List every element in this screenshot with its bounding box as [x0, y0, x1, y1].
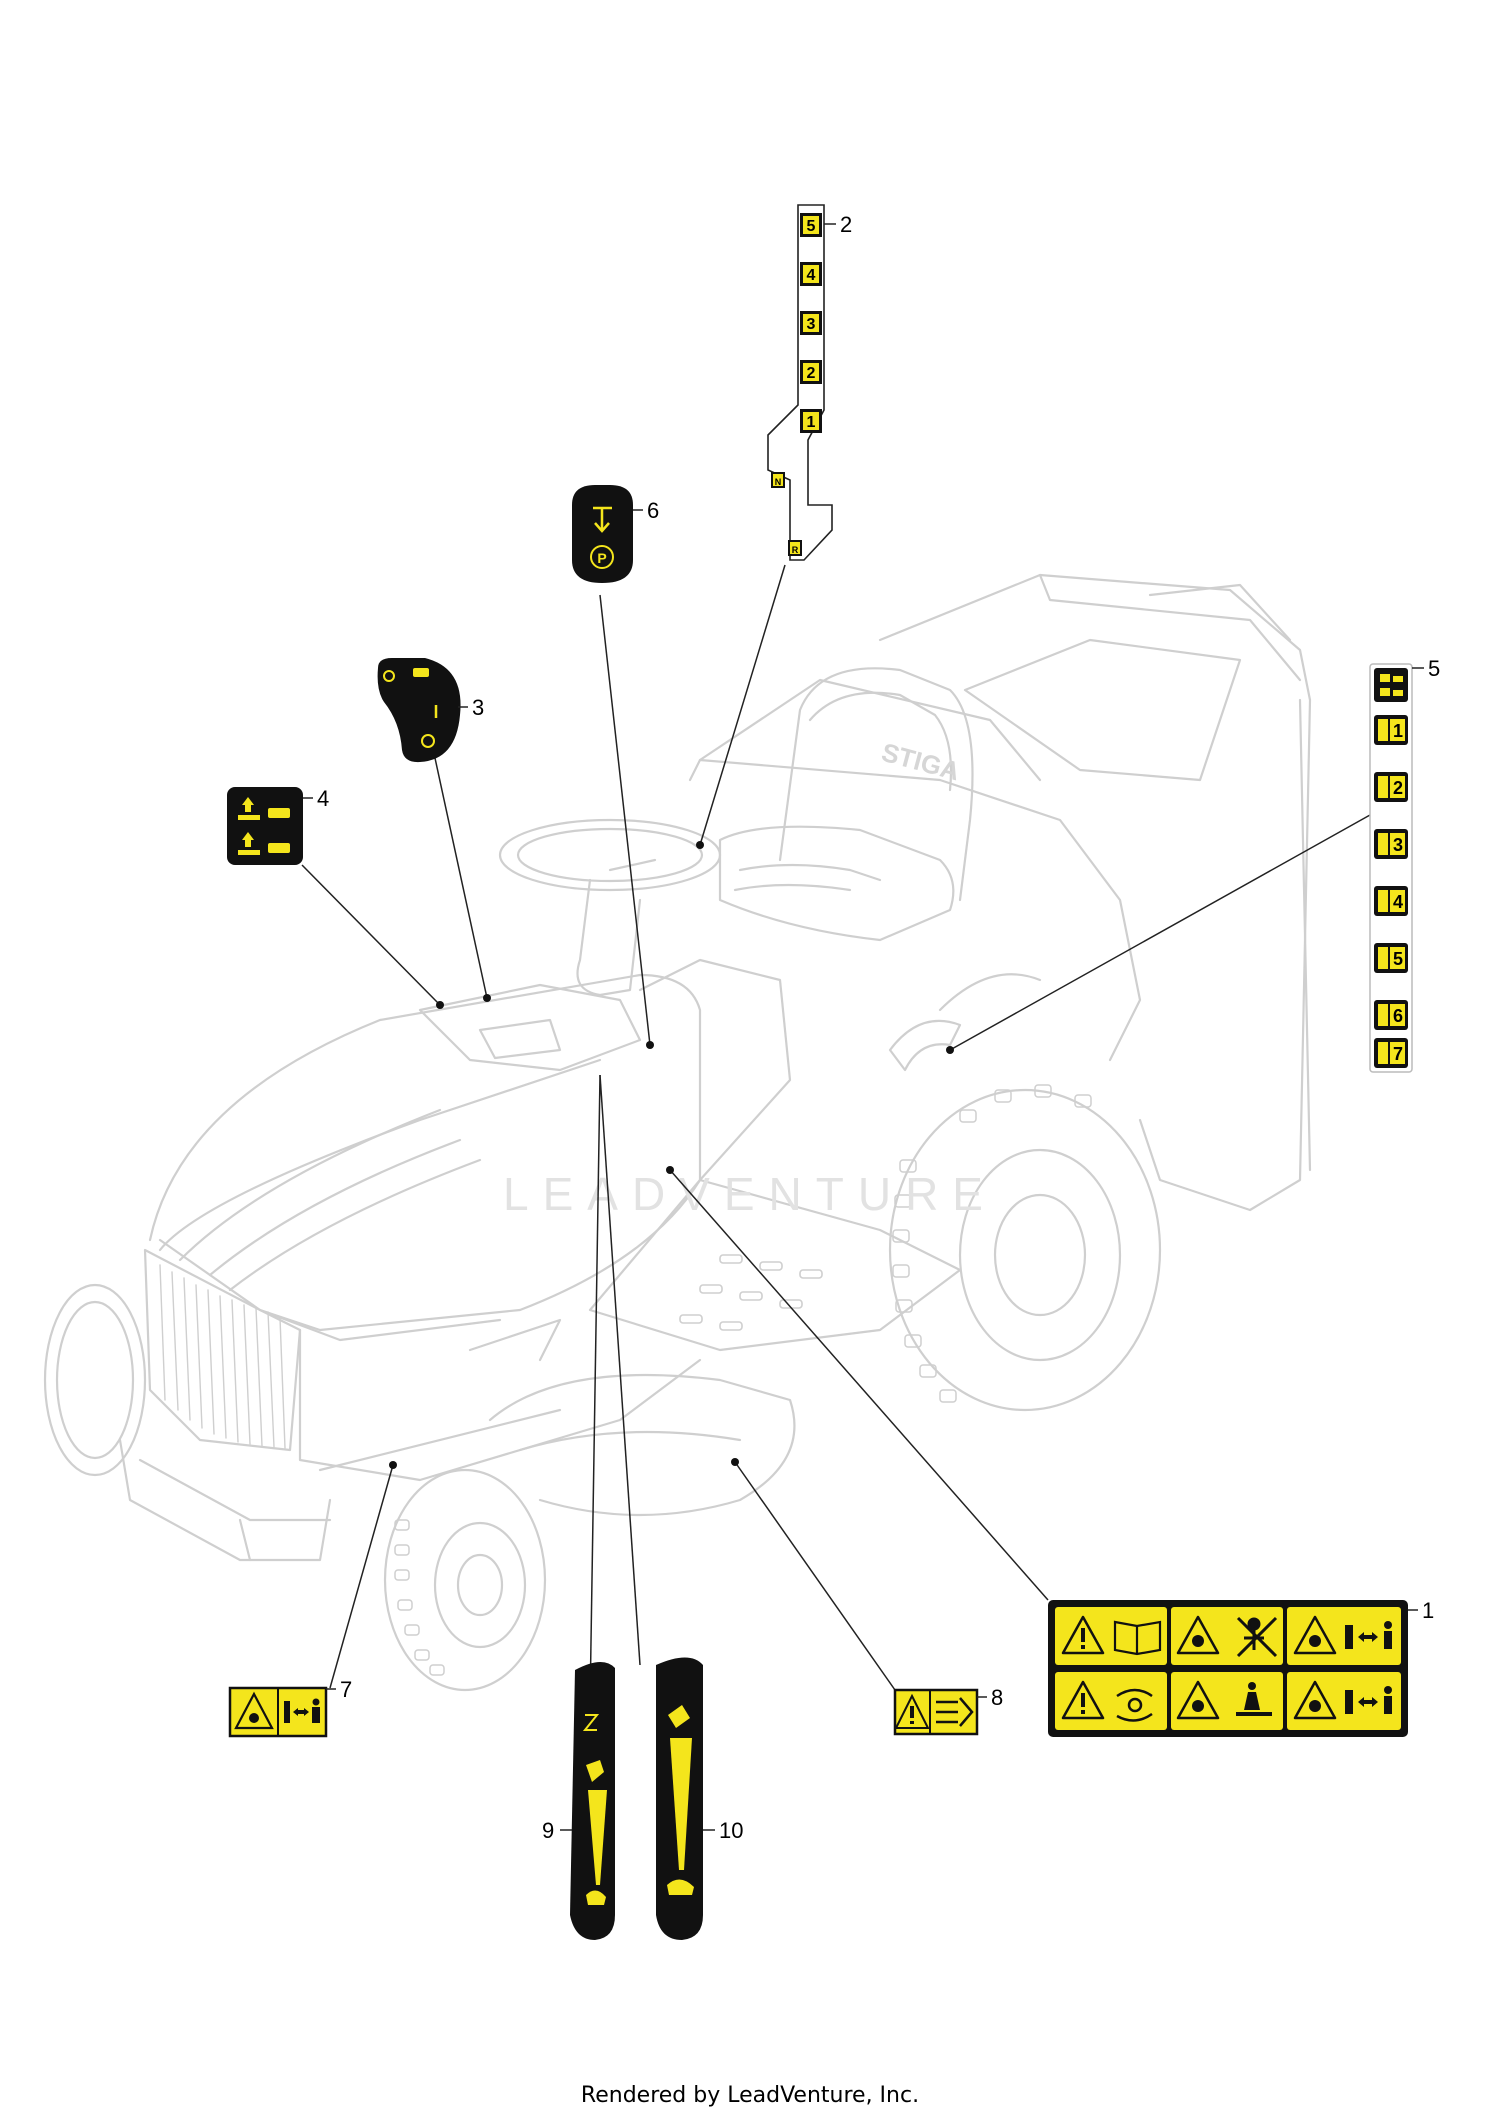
svg-text:P: P [597, 550, 606, 566]
parking-icon: P [590, 545, 614, 569]
height-scale-boxes [1374, 715, 1408, 1068]
decal-5-height-scale: 1 2 3 4 5 6 7 [1369, 663, 1413, 1073]
gear-number-boxes [800, 213, 822, 433]
callout-9: 9 [542, 1818, 554, 1843]
footer-credit: Rendered by LeadVenture, Inc. [580, 2083, 920, 2108]
decal-1-safety-warnings [1048, 1600, 1408, 1737]
height-7: 7 [1393, 1044, 1403, 1064]
decal-2-gear-strip: 5 4 3 2 1 N R [767, 204, 833, 561]
height-4: 4 [1393, 892, 1403, 912]
callout-7: 7 [340, 1677, 352, 1702]
arrow-down-icon [593, 506, 612, 533]
callout-6: 6 [647, 498, 659, 523]
height-5: 5 [1393, 949, 1403, 969]
callout-3: 3 [472, 695, 484, 720]
callout-numbers: 1 2 3 4 5 6 7 8 9 10 [303, 212, 1440, 1843]
manual-icon [1113, 1620, 1162, 1656]
bystander-icon [1236, 1682, 1272, 1716]
no-bystander-icon [1236, 1616, 1278, 1658]
height-1: 1 [1393, 721, 1403, 741]
gear-neutral: N [775, 477, 782, 487]
distance-icon [1345, 1621, 1392, 1714]
callout-2: 2 [840, 212, 852, 237]
callout-4: 4 [317, 786, 329, 811]
decal-8-deck-warning [893, 1688, 979, 1736]
height-6: 6 [1393, 1006, 1403, 1026]
decal-3-ignition [377, 658, 461, 763]
remove-key-icon [1116, 1688, 1153, 1722]
callout-1: 1 [1422, 1598, 1434, 1623]
warning-cells [1055, 1607, 1401, 1730]
decal-4-cutting-height [227, 787, 303, 865]
gear-3: 3 [807, 316, 816, 333]
gear-4: 4 [807, 267, 816, 284]
gear-2: 2 [807, 365, 816, 382]
gear-reverse: R [792, 545, 799, 555]
decal-10-speed [656, 1657, 703, 1940]
height-3: 3 [1393, 835, 1403, 855]
leader-dots [389, 841, 954, 1469]
warning-triangle-icons [1061, 1615, 1337, 1720]
leader-lines [301, 564, 1371, 1706]
decal-9-throttle [570, 1661, 615, 1940]
callout-5: 5 [1428, 656, 1440, 681]
decal-7-distance-warning [228, 1686, 328, 1738]
decal-6-parking-brake: P [572, 485, 633, 583]
callout-8: 8 [991, 1685, 1003, 1710]
height-2: 2 [1393, 778, 1403, 798]
callout-10: 10 [719, 1818, 743, 1843]
gear-5: 5 [807, 218, 816, 235]
watermark: LEADVENTURE [503, 1168, 997, 1220]
tractor-outline [43, 573, 1312, 1692]
gear-1: 1 [807, 414, 816, 431]
